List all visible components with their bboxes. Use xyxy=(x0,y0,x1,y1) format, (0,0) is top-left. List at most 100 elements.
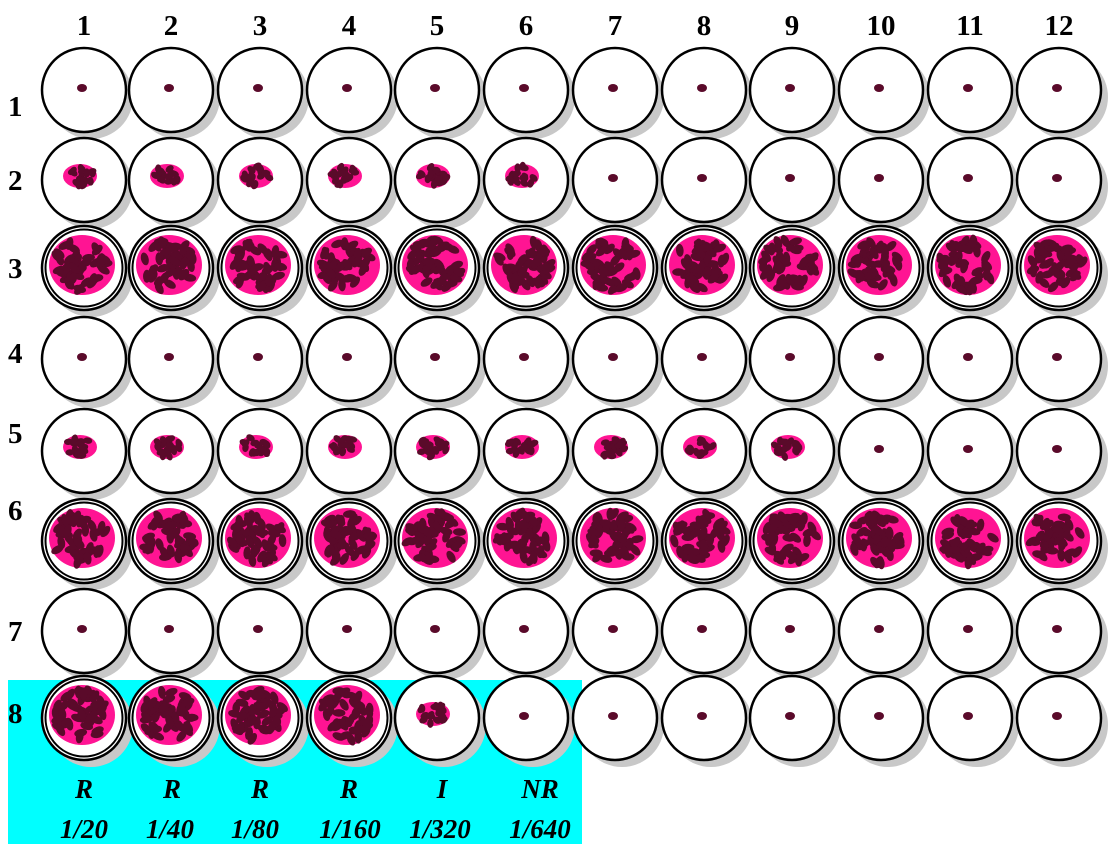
well-r7-c2 xyxy=(129,589,220,680)
button-pellet xyxy=(1052,445,1062,453)
button-pellet xyxy=(785,174,795,182)
well-r3-c4 xyxy=(307,226,398,317)
dilution-label-2: 1/40 xyxy=(146,816,194,843)
well-r5-c9 xyxy=(750,409,841,500)
well-r6-c10 xyxy=(839,499,930,590)
full-agglutination-mat xyxy=(314,235,380,295)
button-pellet xyxy=(1052,84,1062,92)
well-r2-c2 xyxy=(129,138,220,229)
button-pellet xyxy=(963,712,973,720)
well-r2-c11 xyxy=(928,138,1019,229)
well-r5-c2 xyxy=(129,409,220,500)
button-pellet xyxy=(1052,353,1062,361)
button-pellet xyxy=(874,353,884,361)
well-r4-c5 xyxy=(395,317,486,408)
row-label-8: 8 xyxy=(8,700,23,729)
well-r8-c11 xyxy=(928,676,1019,767)
column-label-10: 10 xyxy=(867,12,896,41)
row-label-7: 7 xyxy=(8,618,23,647)
well-r8-c6 xyxy=(484,676,575,767)
button-pellet xyxy=(608,353,618,361)
column-label-9: 9 xyxy=(785,12,800,41)
well-r1-c11 xyxy=(928,48,1019,139)
well-r1-c12 xyxy=(1017,48,1108,139)
well-r8-c8 xyxy=(662,676,753,767)
well-r5-c12 xyxy=(1017,409,1108,500)
well-r8-c2 xyxy=(129,676,220,767)
well-r5-c4 xyxy=(307,409,398,500)
row-label-1: 1 xyxy=(8,93,23,122)
well-r3-c1 xyxy=(42,226,133,317)
well-r7-c1 xyxy=(42,589,133,680)
column-label-11: 11 xyxy=(956,12,983,41)
well-r2-c6 xyxy=(484,138,575,229)
well-r2-c10 xyxy=(839,138,930,229)
result-label-5: I xyxy=(437,776,448,803)
well-r3-c11 xyxy=(928,226,1019,317)
button-pellet xyxy=(1052,625,1062,633)
well-r6-c7 xyxy=(573,499,664,590)
dilution-label-5: 1/320 xyxy=(409,816,471,843)
dilution-label-1: 1/20 xyxy=(60,816,108,843)
well-r4-c2 xyxy=(129,317,220,408)
button-pellet xyxy=(519,625,529,633)
well-r1-c7 xyxy=(573,48,664,139)
well-r5-c1 xyxy=(42,409,133,500)
button-pellet xyxy=(1052,712,1062,720)
well-r4-c7 xyxy=(573,317,664,408)
button-pellet xyxy=(519,84,529,92)
well-r6-c3 xyxy=(218,499,309,590)
full-agglutination-mat xyxy=(136,508,202,568)
row-label-3: 3 xyxy=(8,255,23,284)
button-pellet xyxy=(874,84,884,92)
button-pellet xyxy=(608,84,618,92)
well-r8-c9 xyxy=(750,676,841,767)
button-pellet xyxy=(785,353,795,361)
column-label-12: 12 xyxy=(1045,12,1074,41)
column-label-6: 6 xyxy=(519,12,534,41)
well-r4-c12 xyxy=(1017,317,1108,408)
well-r8-c3 xyxy=(218,676,309,767)
button-pellet xyxy=(1052,174,1062,182)
result-label-2: R xyxy=(163,776,181,803)
button-pellet xyxy=(164,84,174,92)
dilution-label-6: 1/640 xyxy=(509,816,571,843)
well-r2-c12 xyxy=(1017,138,1108,229)
well-r1-c1 xyxy=(42,48,133,139)
well-r7-c4 xyxy=(307,589,398,680)
row-label-2: 2 xyxy=(8,167,23,196)
well-r1-c10 xyxy=(839,48,930,139)
well-r4-c10 xyxy=(839,317,930,408)
button-pellet xyxy=(342,84,352,92)
well-r5-c7 xyxy=(573,409,664,500)
full-agglutination-mat xyxy=(1024,235,1090,295)
button-pellet xyxy=(874,174,884,182)
button-pellet xyxy=(253,353,263,361)
button-pellet xyxy=(342,353,352,361)
well-r8-c7 xyxy=(573,676,664,767)
result-label-4: R xyxy=(340,776,358,803)
full-agglutination-mat xyxy=(669,235,735,295)
well-r7-c8 xyxy=(662,589,753,680)
well-r6-c5 xyxy=(395,499,486,590)
result-label-1: R xyxy=(75,776,93,803)
button-pellet xyxy=(164,625,174,633)
button-pellet xyxy=(963,445,973,453)
well-r6-c11 xyxy=(928,499,1019,590)
well-r6-c6 xyxy=(484,499,575,590)
well-r2-c1 xyxy=(42,138,133,229)
well-r7-c9 xyxy=(750,589,841,680)
well-r2-c9 xyxy=(750,138,841,229)
result-label-6: NR xyxy=(521,776,559,803)
well-r6-c8 xyxy=(662,499,753,590)
button-pellet xyxy=(697,625,707,633)
well-r5-c6 xyxy=(484,409,575,500)
well-r1-c3 xyxy=(218,48,309,139)
column-label-5: 5 xyxy=(430,12,445,41)
column-label-7: 7 xyxy=(608,12,623,41)
well-r8-c10 xyxy=(839,676,930,767)
well-r3-c5 xyxy=(395,226,486,317)
button-pellet xyxy=(697,84,707,92)
button-pellet xyxy=(77,353,87,361)
button-pellet xyxy=(519,353,529,361)
